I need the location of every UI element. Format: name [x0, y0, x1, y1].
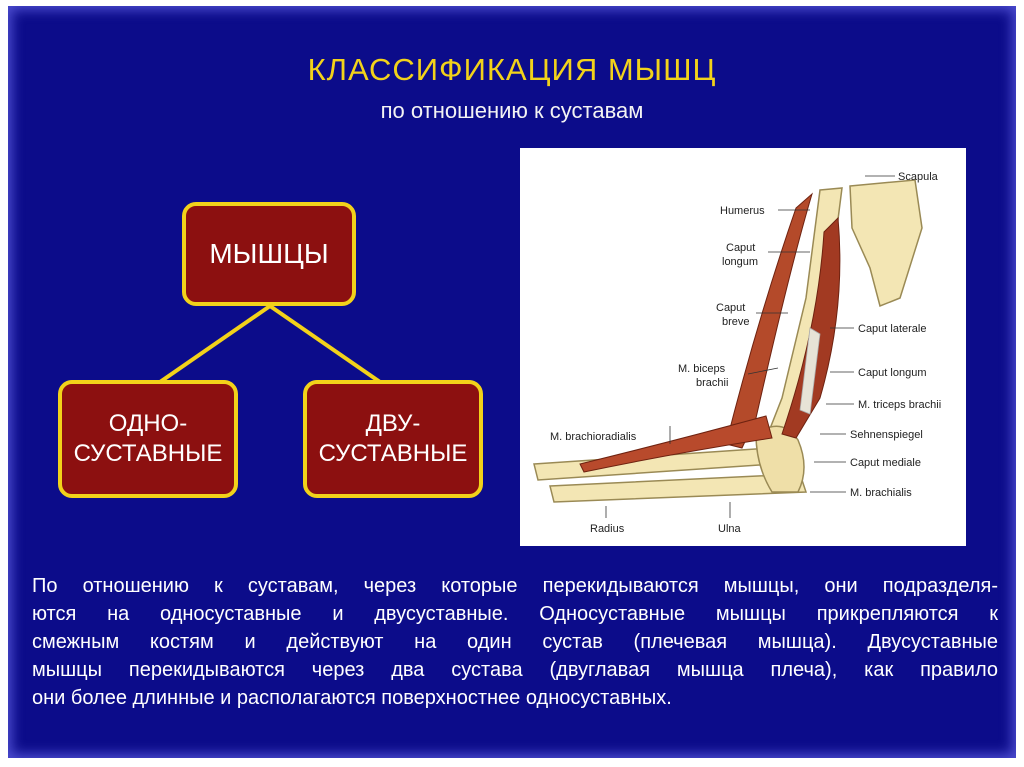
label-radius: Radius	[590, 523, 625, 535]
arm-anatomy-illustration: Scapula Humerus Caput longum Caput breve…	[520, 148, 966, 546]
paragraph-line: смежным костям и действуют на один суста…	[32, 628, 998, 656]
label-caput-breve-line1: Caput	[716, 302, 745, 314]
label-humerus: Humerus	[720, 205, 765, 217]
label-scapula: Scapula	[898, 171, 939, 183]
single-joint-label-line1: ОДНО-	[74, 409, 223, 439]
two-joint-label-line1: ДВУ-	[319, 409, 468, 439]
muscles-root-label: МЫШЦЫ	[209, 238, 328, 270]
label-triceps: M. triceps brachii	[858, 399, 941, 411]
single-joint-label-line2: СУСТАВНЫЕ	[74, 439, 223, 469]
description-paragraph: По отношению к суставам, через которые п…	[32, 572, 998, 712]
label-ulna: Ulna	[718, 523, 742, 535]
slide: КЛАССИФИКАЦИЯ МЫШЦ по отношению к сустав…	[8, 6, 1016, 758]
label-brachioradialis: M. brachioradialis	[550, 431, 637, 443]
label-biceps-line2: brachii	[696, 377, 728, 389]
single-joint-box: ОДНО- СУСТАВНЫЕ	[58, 380, 238, 498]
label-caput-longum-right: Caput longum	[858, 367, 927, 379]
label-caput-laterale: Caput laterale	[858, 323, 927, 335]
label-caput-longum-line2: longum	[722, 256, 758, 268]
label-caput-mediale: Caput mediale	[850, 457, 921, 469]
paragraph-line: мышцы перекидываются через два сустава (…	[32, 656, 998, 684]
paragraph-line: они более длинные и располагаются поверх…	[32, 684, 998, 712]
label-biceps-line1: M. biceps	[678, 363, 726, 375]
connector-right	[270, 306, 380, 382]
two-joint-label-line2: СУСТАВНЫЕ	[319, 439, 468, 469]
label-brachialis: M. brachialis	[850, 487, 912, 499]
connector-left	[160, 306, 270, 382]
label-sehnenspiegel: Sehnenspiegel	[850, 429, 923, 441]
paragraph-line: ются на односуставные и двусуставные. Од…	[32, 600, 998, 628]
slide-title: КЛАССИФИКАЦИЯ МЫШЦ	[8, 52, 1016, 88]
paragraph-line: По отношению к суставам, через которые п…	[32, 572, 998, 600]
muscles-root-box: МЫШЦЫ	[182, 202, 356, 306]
label-caput-breve-line2: breve	[722, 316, 750, 328]
slide-subtitle: по отношению к суставам	[8, 98, 1016, 124]
two-joint-box: ДВУ- СУСТАВНЫЕ	[303, 380, 483, 498]
label-caput-longum-line1: Caput	[726, 242, 755, 254]
scapula-bone	[850, 180, 922, 306]
